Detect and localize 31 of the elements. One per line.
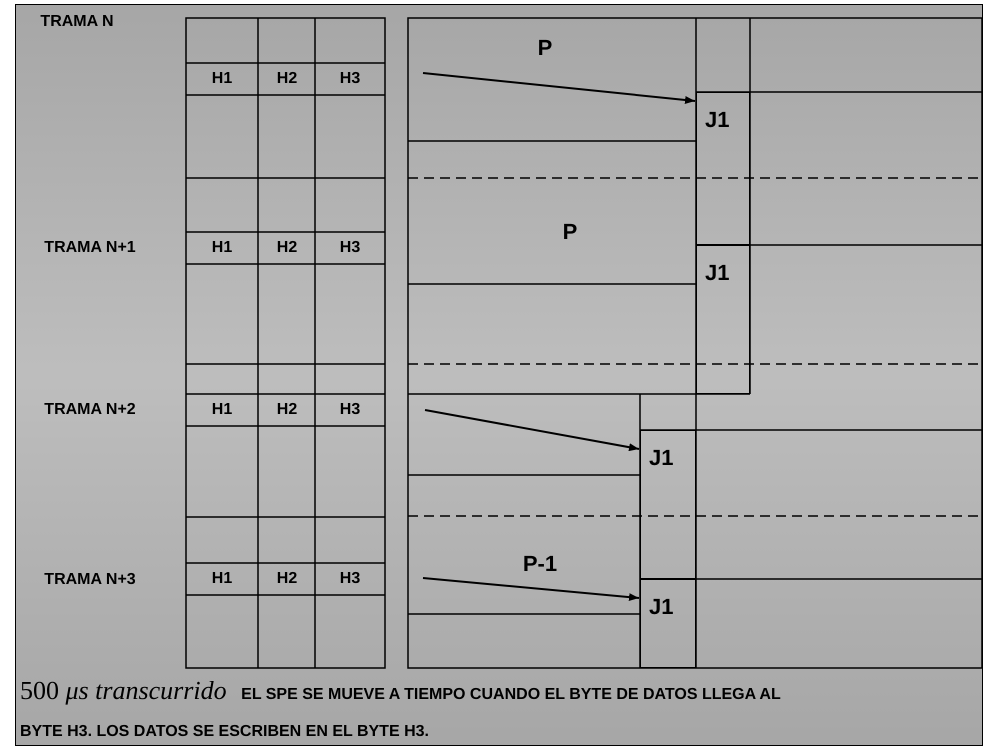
byte-cell [640, 579, 696, 668]
pointer-label: P-1 [522, 551, 558, 577]
byte-label: H1 [212, 401, 232, 419]
byte-label: J1 [649, 594, 674, 619]
byte-label: J1 [649, 445, 674, 470]
byte-label: J1 [705, 260, 730, 285]
byte-cell [696, 245, 750, 394]
byte-label: H3 [340, 401, 360, 419]
frame-label: TRAMA N [40, 13, 114, 31]
frame-label: TRAMA N+2 [44, 401, 136, 419]
caption-text: 500 μs transcurrido EL SPE SE MUEVE A TIEMPO CUANDO EL BYTE DE DATOS LLEGA AL BYTE H3. LOS DATOS SE ESCRIBEN EN EL BYTE H3. [20, 675, 782, 742]
pointer-label: P [562, 219, 578, 245]
byte-label: H3 [340, 70, 360, 88]
frame-label: TRAMA N+3 [44, 571, 136, 589]
frame-label: TRAMA N+1 [44, 239, 136, 257]
byte-cell [640, 430, 696, 579]
byte-label: H3 [340, 570, 360, 588]
byte-label: H2 [276, 239, 298, 257]
byte-label: H2 [276, 570, 298, 588]
arrow [422, 577, 640, 602]
byte-label: H2 [276, 401, 298, 419]
byte-cell [696, 92, 750, 245]
pointer-label: P [538, 35, 552, 61]
byte-label: H3 [340, 239, 360, 257]
arrow [422, 72, 696, 104]
byte-label: H1 [212, 70, 232, 88]
byte-label: H1 [212, 570, 232, 588]
byte-label: H1 [212, 239, 232, 257]
byte-label: J1 [705, 107, 730, 132]
byte-label: H2 [276, 70, 298, 88]
arrow [424, 409, 640, 452]
